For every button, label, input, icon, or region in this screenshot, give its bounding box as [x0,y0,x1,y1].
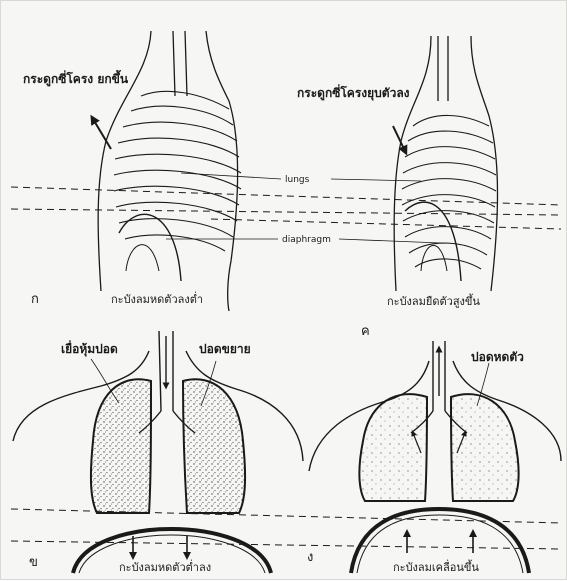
ribs-c [402,115,496,269]
panel-d-caption: กะบังลมเคลื่อนขึ้น [393,559,479,574]
panel-d-lungs-exhale [309,341,561,573]
panel-c-caption: กะบังลมยืดตัวสูงขึ้น [387,293,480,308]
panel-b-pleura-label: เยื่อหุ้มปอด [61,340,118,357]
panel-c-title: กระดูกซี่โครงยุบตัวลง [297,84,410,101]
ribs-a [114,91,241,251]
diaphragm-label: diaphragm [282,235,331,245]
dashed-guides-top [11,187,561,229]
panel-c-letter: ค [361,324,370,339]
arrow-down-icon [393,126,405,151]
panel-a-letter: ก [31,292,39,307]
panel-b-letter: ข [29,555,38,570]
panel-b-lungs-inhale [13,331,303,573]
lungs-label: lungs [285,175,310,185]
panel-a-caption: กะบังลมหดตัวลงต่ำ [111,291,203,306]
panel-b-lung-expand-label: ปอดขยาย [199,342,251,356]
panel-c-ribcage-exhale [393,36,498,291]
panel-a-title: กระดูกซี่โครง ยกขึ้น [23,69,129,87]
panel-d-letter: ง [307,550,313,565]
panel-b-caption: กะบังลมหดตัวต่ำลง [119,559,211,574]
panel-d-lung-contract-label: ปอดหดตัว [471,350,524,364]
